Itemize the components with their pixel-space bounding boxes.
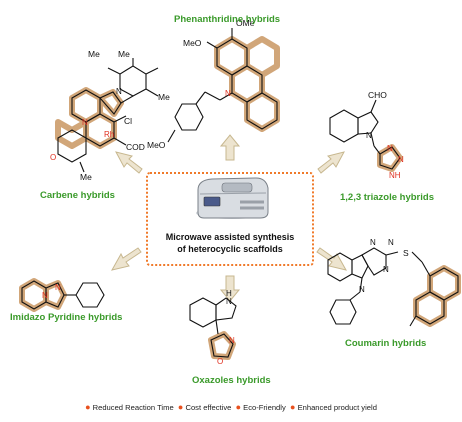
arrow-up	[219, 134, 241, 161]
label-imidazo-pyridine-hybrids: Imidazo Pyridine hybrids	[10, 312, 123, 323]
coumarin-structure: N N N S N	[327, 238, 461, 327]
label-meo-1: MeO	[183, 38, 202, 48]
label-n-cou-2: N	[388, 238, 394, 247]
oxazole-bonds	[189, 297, 237, 358]
label-n-cou-indole: N	[359, 285, 365, 294]
label-triazole-hybrids: 1,2,3 triazole hybrids	[340, 192, 434, 203]
arrow-up-right	[317, 151, 345, 174]
triazole-structure: CHO N N N NH	[329, 90, 404, 180]
bullet-dot: ●	[85, 402, 91, 412]
label-n-imid-2: N	[55, 283, 61, 292]
center-box: Microwave assisted synthesis of heterocy…	[146, 172, 314, 266]
label-n-phen: N	[225, 89, 231, 98]
label-me-2: Me	[118, 49, 130, 59]
label-n-carb-2: N	[82, 118, 88, 127]
arrow-up-left	[115, 151, 143, 174]
imidazo-bonds	[21, 280, 105, 310]
phenanthridine-structure: OMe MeO N MeO	[147, 18, 280, 150]
microwave-icon	[196, 177, 269, 219]
label-coumarin-hybrids: Coumarin hybrids	[345, 338, 427, 349]
coumarin-bonds	[327, 247, 459, 327]
center-title-line-1: Microwave assisted synthesis	[165, 232, 295, 242]
label-cho: CHO	[368, 90, 387, 100]
label-o-ox: O	[217, 357, 223, 366]
label-n-indole: N	[366, 131, 372, 140]
arrows	[111, 134, 347, 302]
arrow-down	[219, 275, 241, 302]
benefit-4: Enhanced product yield	[297, 403, 377, 412]
benefit-2: Cost effective	[185, 403, 232, 412]
label-oxazoles-hybrids: Oxazoles hybrids	[192, 375, 271, 386]
label-phenanthridine-hybrids: Phenanthridine hybrids	[174, 14, 281, 25]
label-cod: COD	[126, 142, 145, 152]
benefits-footer: ● Reduced Reaction Time ● Cost effective…	[0, 402, 462, 412]
carbene-bonds	[57, 58, 159, 173]
arrow-down-right	[316, 247, 347, 271]
label-n-cou-3: N	[383, 265, 389, 274]
label-rh: Rh	[104, 130, 114, 139]
label-h-ox: H	[226, 289, 232, 298]
label-ome-1: OMe	[236, 18, 255, 28]
label-meo-2: MeO	[147, 140, 166, 150]
bullet-dot: ●	[177, 402, 184, 412]
benefit-3: Eco-Friendly	[243, 403, 286, 412]
benefit-1: Reduced Reaction Time	[92, 403, 174, 412]
label-n-tri-1: N	[387, 144, 393, 153]
label-n-ox: N	[229, 336, 235, 345]
label-me-3: Me	[158, 92, 170, 102]
carbene-structure: Me Me Me N N Rh Cl COD O Me	[50, 49, 170, 182]
triazole-bonds	[329, 99, 401, 170]
label-carbene-hybrids: Carbene hybrids	[40, 190, 115, 201]
label-s-cou: S	[403, 248, 409, 258]
label-cl: Cl	[124, 116, 132, 126]
label-n-ox-nh: N	[226, 297, 232, 306]
label-me-1: Me	[88, 49, 100, 59]
bullet-dot: ●	[235, 402, 242, 412]
label-n-tri-2: N	[398, 155, 404, 164]
oxazole-structure: H N N O	[189, 289, 237, 366]
bullet-dot: ●	[290, 402, 296, 412]
label-o-carb: O	[50, 153, 56, 162]
label-me-4: Me	[80, 172, 92, 182]
label-n-imid-1: N	[42, 291, 48, 300]
imidazo-pyridine-structure: N N	[19, 278, 105, 312]
label-n-cou-1: N	[370, 238, 376, 247]
phenanthridine-bonds	[167, 28, 278, 143]
center-title-line-2: of heterocyclic scaffolds	[177, 244, 283, 254]
label-nh-tri: NH	[389, 171, 401, 180]
label-n-carb-1: N	[116, 87, 122, 96]
arrow-down-left	[111, 247, 142, 271]
